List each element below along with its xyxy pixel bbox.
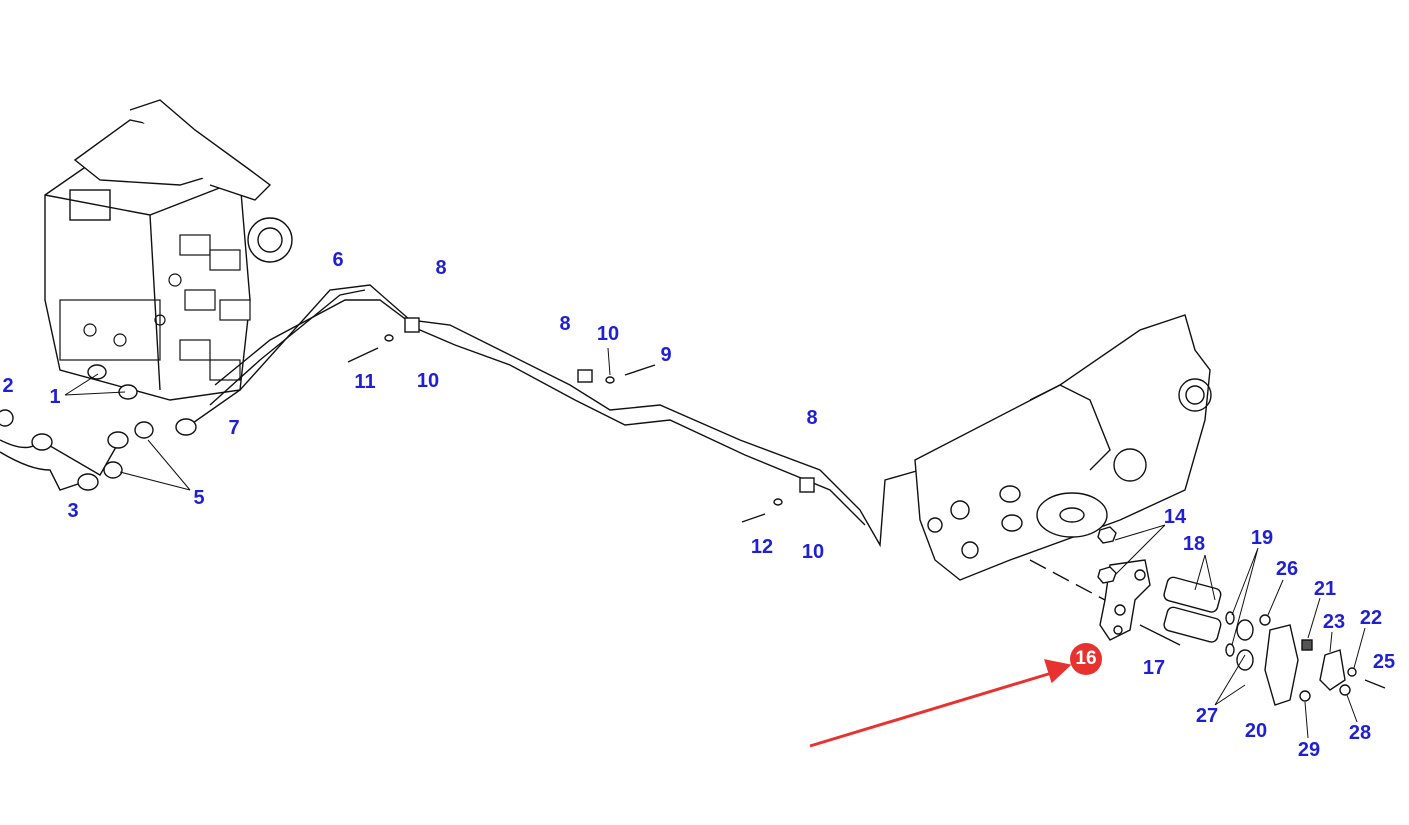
callout-label[interactable]: 20 [1244,720,1268,742]
callout-label[interactable]: 25 [1372,651,1396,673]
callout-label[interactable]: 26 [1275,558,1299,580]
callout-label[interactable]: 12 [750,536,774,558]
control-valve-block [44,99,293,401]
callout-label[interactable]: 6 [332,249,344,271]
highlighted-part-badge[interactable]: 16 [1070,643,1102,675]
callout-label[interactable]: 23 [1322,611,1346,633]
callout-label[interactable]: 14 [1163,506,1187,528]
callout-label[interactable]: 8 [435,257,447,279]
pipe-assembly-3 [0,409,154,491]
callout-label[interactable]: 29 [1297,739,1321,761]
callout-label[interactable]: 9 [660,344,672,366]
callout-label[interactable]: 8 [806,407,818,429]
callout-label[interactable]: 10 [416,370,440,392]
callout-label[interactable]: 7 [228,417,240,439]
red-arrow [809,659,1072,748]
callout-label[interactable]: 17 [1142,657,1166,679]
callout-label[interactable]: 11 [354,371,376,393]
callout-label[interactable]: 1 [49,386,61,408]
callout-label[interactable]: 2 [2,375,14,397]
hydraulic-lines-6-7 [175,284,921,548]
callout-label[interactable]: 8 [559,313,571,335]
callout-label[interactable]: 28 [1348,722,1372,744]
callout-label[interactable]: 22 [1359,607,1383,629]
callout-label[interactable]: 5 [193,487,205,509]
callout-label[interactable]: 10 [801,541,825,563]
bolts-and-washers [347,334,783,523]
callout-label[interactable]: 3 [67,500,79,522]
callout-label[interactable]: 19 [1250,527,1274,549]
callout-label[interactable]: 27 [1195,705,1219,727]
callout-label[interactable]: 18 [1182,533,1206,555]
coupler-parts [1029,526,1386,706]
leader-lines [64,347,1366,739]
callout-label[interactable]: 21 [1313,578,1337,600]
callout-label[interactable]: 10 [596,323,620,345]
rear-housing [914,314,1212,581]
